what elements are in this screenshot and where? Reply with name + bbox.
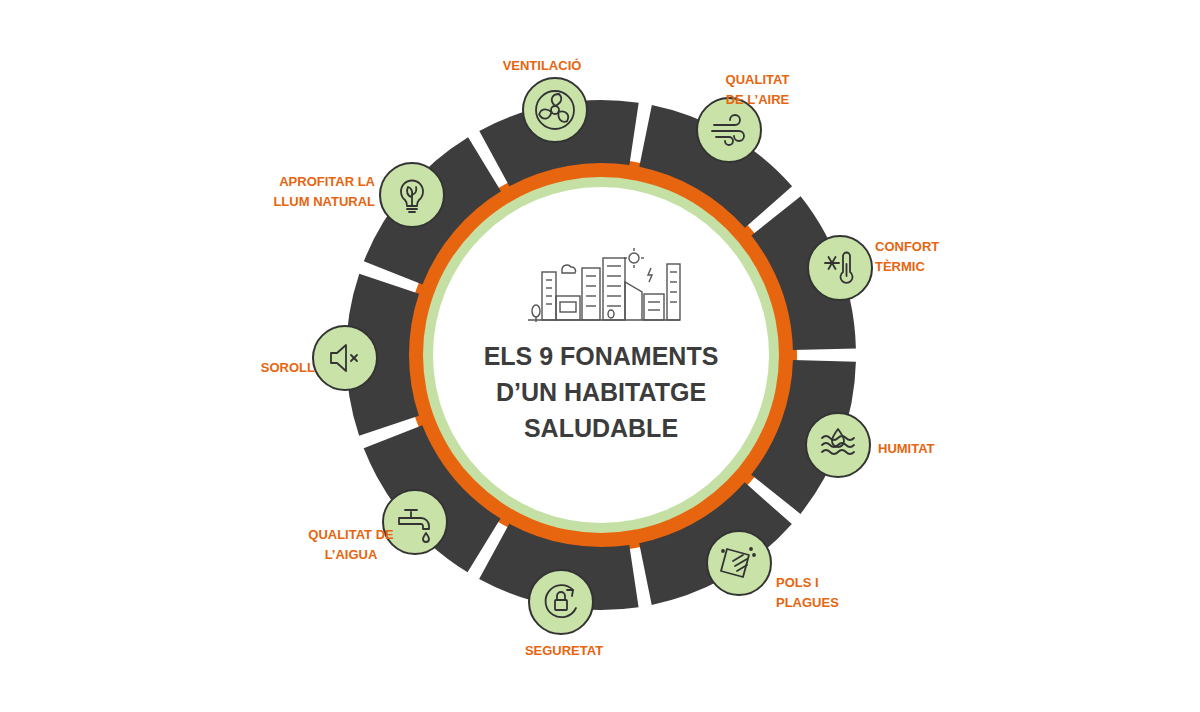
speaker-icon [331,345,357,371]
icon-circle-node: VENTILACIÓ [522,77,588,143]
thermometer-icon [825,253,853,283]
lock-icon [546,585,576,617]
humidity-icon [822,429,854,454]
green-ring [423,177,779,533]
icon-circle-node: HUMITAT [805,412,871,478]
node-label: CONFORT TÈRMIC [875,237,955,277]
node-label: QUALITAT DE L’AIGUA [303,525,399,565]
icon-circle-node: QUALITAT DE L’AIGUA [382,489,448,555]
diagram-title: ELS 9 FONAMENTS D’UN HABITATGE SALUDABLE [451,338,751,446]
node-label: HUMITAT [878,439,968,459]
center-title-box: ELS 9 FONAMENTS D’UN HABITATGE SALUDABLE [451,338,751,446]
bulb-icon [401,181,423,212]
icon-circle-node: SEGURETAT [528,569,594,635]
dark-segments [298,52,904,658]
icon-circle-node: APROFITAR LA LLUM NATURAL [379,162,445,228]
wind-icon [712,115,744,145]
city-illustration [528,248,680,322]
tap-icon [399,510,429,542]
node-label: SEGURETAT [504,641,624,661]
node-label: POLS I PLAGUES [776,573,851,613]
icon-circle-node: CONFORT TÈRMIC [807,235,873,301]
wiping-hand-icon [721,548,755,577]
icon-circle-node: SOROLL [312,325,378,391]
node-label: SOROLL [235,358,315,378]
icon-circle-node: QUALITAT DE L’AIRE [696,97,762,163]
icon-circle-node: POLS I PLAGUES [706,530,772,596]
fan-icon [536,91,574,129]
node-label: VENTILACIÓ [482,56,602,76]
center-disc [433,187,769,523]
node-label: QUALITAT DE L’AIRE [715,70,800,110]
node-label: APROFITAR LA LLUM NATURAL [255,172,375,212]
